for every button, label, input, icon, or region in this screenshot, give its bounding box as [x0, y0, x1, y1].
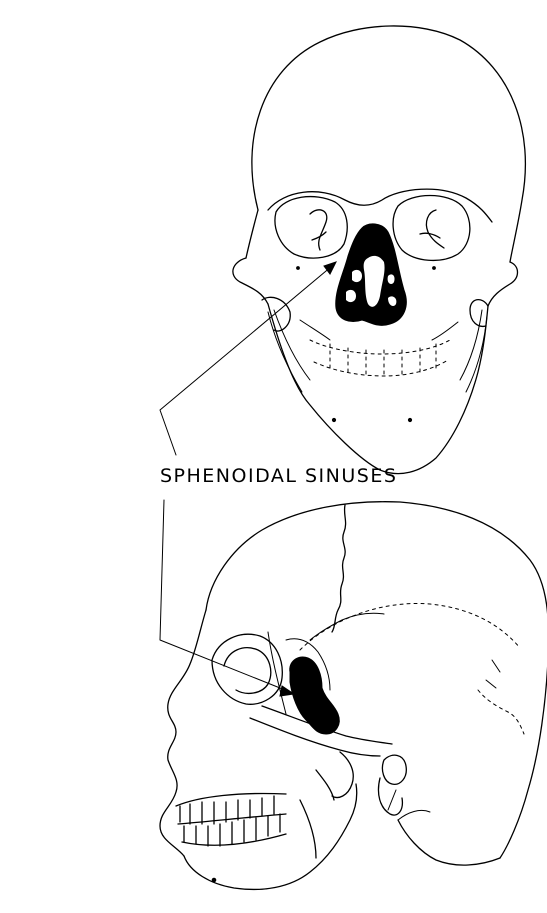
right-orbit [393, 196, 470, 261]
coronoid-process [316, 770, 334, 800]
upper-teeth-row [310, 340, 450, 354]
mandibular-condyle [332, 752, 353, 798]
right-turbinate-1 [388, 274, 395, 284]
lateral-view-skull [160, 502, 547, 890]
mandible-ramus [300, 800, 316, 858]
lower-teeth-row [314, 360, 448, 376]
styloid-process [388, 790, 396, 810]
squamosal-suture [310, 613, 384, 640]
left-mastoid [262, 297, 290, 331]
leader-arrowhead-frontal [324, 262, 336, 274]
mental-foramen-right [408, 418, 411, 421]
lateral-cranium [206, 502, 547, 858]
infraorbital-right [433, 267, 436, 270]
cranium-outline [252, 26, 526, 262]
occipital-base [398, 820, 500, 865]
lateral-mandible [184, 784, 357, 889]
left-orbit [275, 197, 347, 259]
right-ramus-2 [466, 316, 487, 392]
temporal-suture [300, 603, 520, 650]
left-turbinate-1 [352, 270, 362, 282]
leader-to-frontal-sinus [160, 266, 332, 455]
coronal-suture [332, 505, 346, 632]
right-mastoid [470, 300, 488, 327]
face-profile [160, 610, 206, 856]
lambdoid-suture [478, 690, 524, 734]
sphenoidal-sinus-lateral [290, 657, 340, 734]
mental-foramen-lateral [212, 878, 216, 882]
frontal-view-skull [233, 26, 526, 474]
mandible-outline [268, 304, 488, 474]
brow-ridge [268, 189, 492, 222]
left-zygomatic [233, 258, 268, 304]
upper-teeth-line [176, 794, 286, 807]
external-auditory-meatus [382, 755, 406, 784]
right-orbit-inner [426, 210, 444, 248]
right-zygomatic [488, 262, 518, 306]
left-ramus-2 [268, 312, 302, 392]
left-temple [246, 210, 258, 258]
mental-foramen-left [332, 418, 335, 421]
left-orbit-inner [310, 210, 327, 250]
lower-teeth-line [182, 834, 286, 845]
infraorbital-left [297, 267, 300, 270]
lateral-orbit-inner [224, 648, 271, 694]
skull-suture-mark [486, 660, 500, 688]
tooth-dividers [330, 344, 436, 378]
maxilla-right [432, 322, 458, 340]
maxilla-left [300, 320, 330, 340]
occipital-condyle [398, 810, 430, 820]
left-turbinate-2 [346, 290, 356, 302]
left-ramus [274, 310, 310, 380]
sphenoidal-sinuses-label: SPHENOIDAL SINUSES [160, 465, 397, 487]
